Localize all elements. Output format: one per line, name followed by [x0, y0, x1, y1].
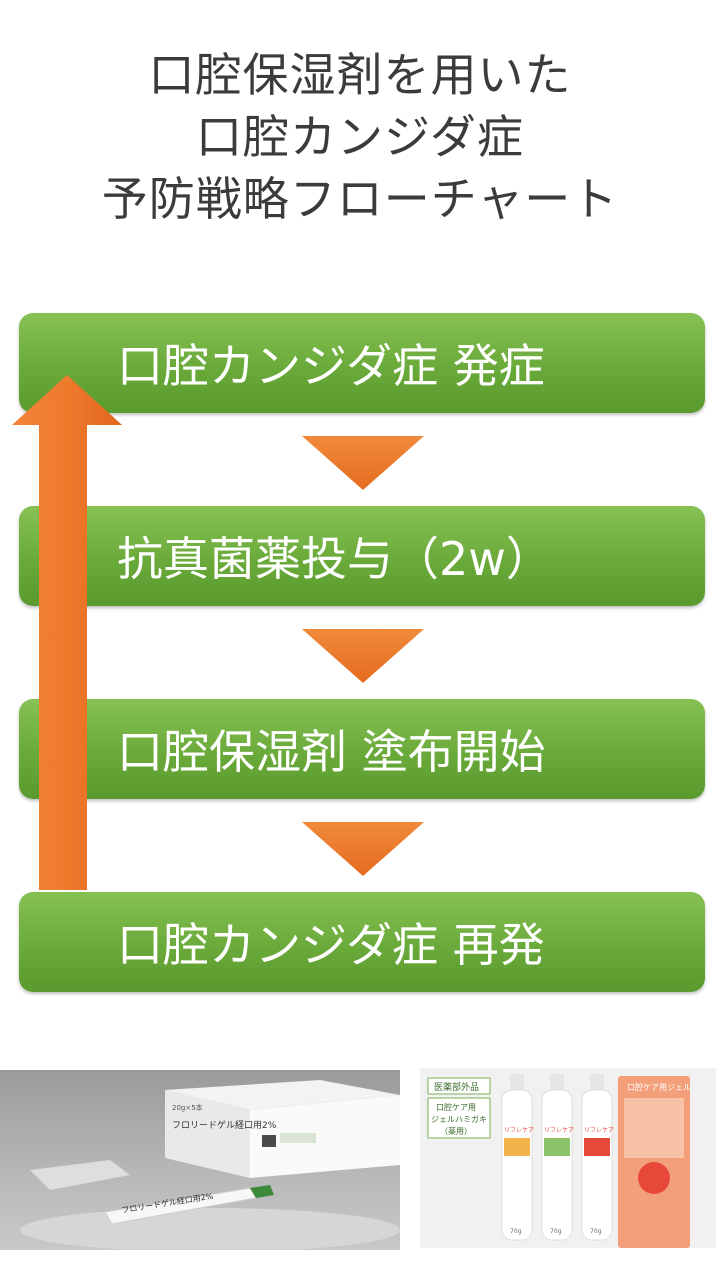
step-candidiasis-recurrence: 口腔カンジダ症 再発 [19, 892, 705, 992]
recurrence-up-arrow [12, 375, 122, 890]
step-moisturizer-start: 口腔保湿剤 塗布開始 [19, 699, 705, 799]
title-line-2: 口腔カンジダ症 [195, 110, 525, 164]
step-label: 口腔カンジダ症 発症 [117, 339, 545, 393]
box-top-label: 口腔ケア用ジェル [627, 1082, 691, 1092]
bottle-1-weight: 70g [510, 1228, 522, 1235]
quasi-drug-badge: 医薬部外品 [434, 1081, 479, 1093]
down-arrow-3 [302, 822, 424, 876]
sub-label-3: （薬用） [440, 1126, 472, 1136]
sub-label-1: 口腔ケア用 [436, 1102, 476, 1112]
down-arrow-2 [302, 629, 424, 683]
bottle-3-brand: リフレケア [584, 1127, 614, 1134]
box-label: フロリードゲル経口用2% [172, 1119, 277, 1131]
title-line-1: 口腔保湿剤を用いた [148, 48, 572, 102]
bottle-1-brand: リフレケア [504, 1127, 534, 1134]
bottle-2-weight: 70g [550, 1228, 562, 1235]
sub-label-2: ジェルハミガキ [431, 1114, 487, 1124]
step-label: 口腔カンジダ症 再発 [117, 918, 545, 972]
box-count: 20g×5本 [172, 1103, 203, 1112]
step-label: 口腔保湿剤 塗布開始 [117, 725, 546, 779]
florid-gel-illustration: フロリードゲル経口用2% 20g×5本 フロリードゲル経口用2% [20, 1080, 400, 1252]
product-photo-refrecare: 医薬部外品 口腔ケア用 ジェルハミガキ （薬用） 口腔ケア用ジェル リフレケア … [420, 1068, 716, 1248]
step-candidiasis-onset: 口腔カンジダ症 発症 [19, 313, 705, 413]
down-arrow-1 [302, 436, 424, 490]
product-photo-florid-gel: フロリードゲル経口用2% 20g×5本 フロリードゲル経口用2% [0, 1070, 400, 1252]
refrecare-illustration: 医薬部外品 口腔ケア用 ジェルハミガキ （薬用） 口腔ケア用ジェル リフレケア … [427, 1074, 691, 1248]
title-line-3: 予防戦略フローチャート [101, 172, 619, 226]
bottle-2-brand: リフレケア [544, 1127, 574, 1134]
step-label: 抗真菌薬投与（2w） [117, 532, 552, 586]
step-antifungal-dosing: 抗真菌薬投与（2w） [19, 506, 705, 606]
bottle-3-weight: 70g [590, 1228, 602, 1235]
page-title: 口腔保湿剤を用いた 口腔カンジダ症 予防戦略フローチャート [0, 44, 720, 230]
